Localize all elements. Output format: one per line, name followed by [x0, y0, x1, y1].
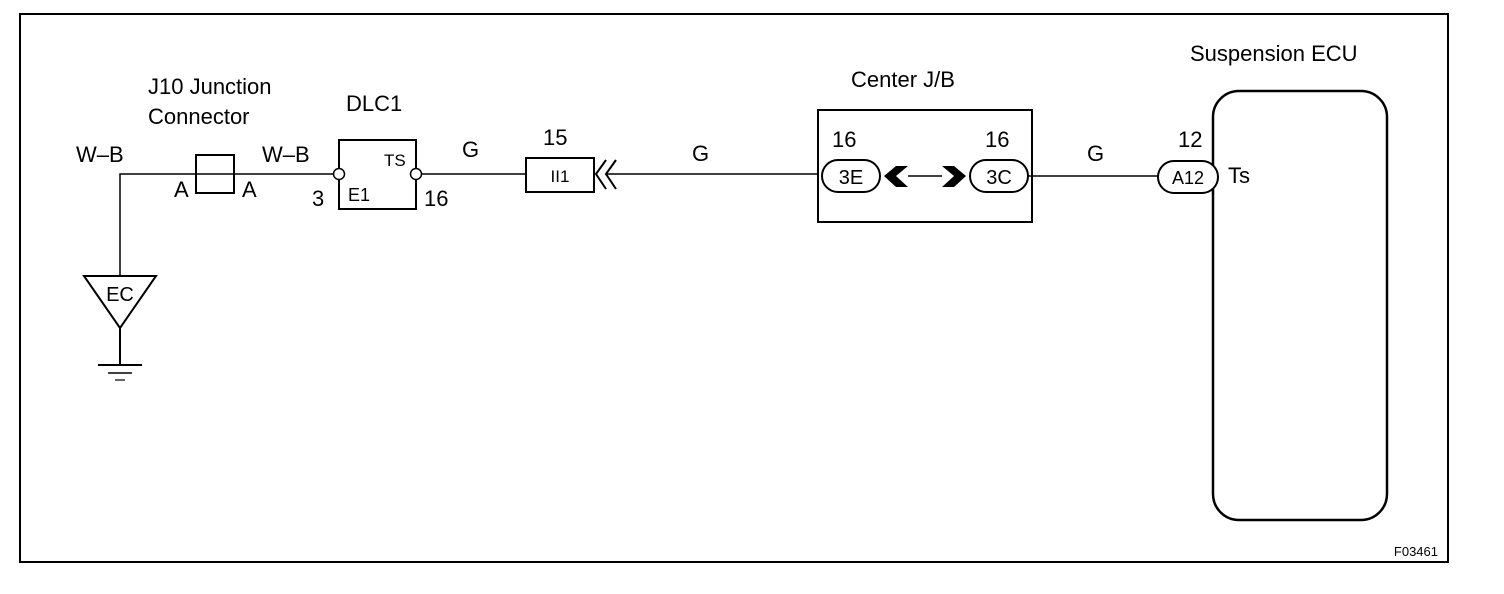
dlc1-pin-left-name: E1 — [348, 185, 370, 205]
ground-point-label: EC — [106, 284, 134, 306]
wire-g-label-3: G — [1087, 141, 1104, 166]
dlc1-connector: DLC1 3 E1 TS 16 — [312, 91, 448, 211]
wire-wb-left-label: W–B — [76, 142, 124, 167]
wire-g-label-2: G — [692, 141, 709, 166]
jb-pin-right-label: 16 — [985, 127, 1009, 152]
suspension-ecu: Suspension ECU 12 A12 Ts — [1157, 41, 1389, 522]
jb-arrow-left — [884, 166, 908, 187]
ii1-connector: 15 II1 — [525, 125, 617, 193]
wire-wb-right-label: W–B — [262, 142, 310, 167]
ecu-title: Suspension ECU — [1190, 41, 1358, 66]
dlc1-pin-right-name: TS — [384, 151, 406, 170]
jb-arrow-right — [942, 166, 966, 187]
dlc1-terminal-ts — [409, 167, 423, 181]
ecu-pin-number: 12 — [1178, 127, 1202, 152]
wire-g-label-1: G — [462, 137, 479, 162]
dlc1-pin-right-num: 16 — [424, 186, 448, 211]
ii1-box — [525, 157, 595, 193]
center-jb-title: Center J/B — [851, 67, 955, 92]
ii1-code-label: II1 — [551, 167, 570, 186]
dlc1-title: DLC1 — [346, 91, 402, 116]
jb-connector-3e — [821, 159, 881, 193]
j10-pin-left-label: A — [174, 177, 189, 202]
center-junction-block: Center J/B 16 3E 16 3C — [817, 67, 1033, 223]
j10-title-line2: Connector — [148, 104, 250, 129]
ecu-connector-a12 — [1157, 160, 1219, 194]
dlc1-terminal-e1 — [332, 167, 346, 181]
ground-symbol: EC — [82, 275, 158, 381]
j10-pin-right-label: A — [242, 177, 257, 202]
jb-connector-3e-label: 3E — [839, 167, 863, 189]
ecu-terminal-label: Ts — [1228, 163, 1250, 188]
ii1-pin-label: 15 — [543, 125, 567, 150]
dlc1-pin-left-num: 3 — [312, 186, 324, 211]
jb-connector-3c-label: 3C — [986, 167, 1012, 189]
ii1-plug-chevron-outer — [594, 159, 607, 190]
ecu-box — [1211, 89, 1389, 522]
jb-pin-left-label: 16 — [832, 127, 856, 152]
wire-wb-ground — [119, 173, 196, 276]
j10-title-line1: J10 Junction — [148, 74, 272, 99]
ecu-connector-label: A12 — [1172, 168, 1204, 188]
figure-id: F03461 — [1394, 544, 1438, 559]
diagram-frame — [19, 13, 1449, 563]
j10-junction-connector: J10 Junction Connector A A — [148, 74, 272, 202]
